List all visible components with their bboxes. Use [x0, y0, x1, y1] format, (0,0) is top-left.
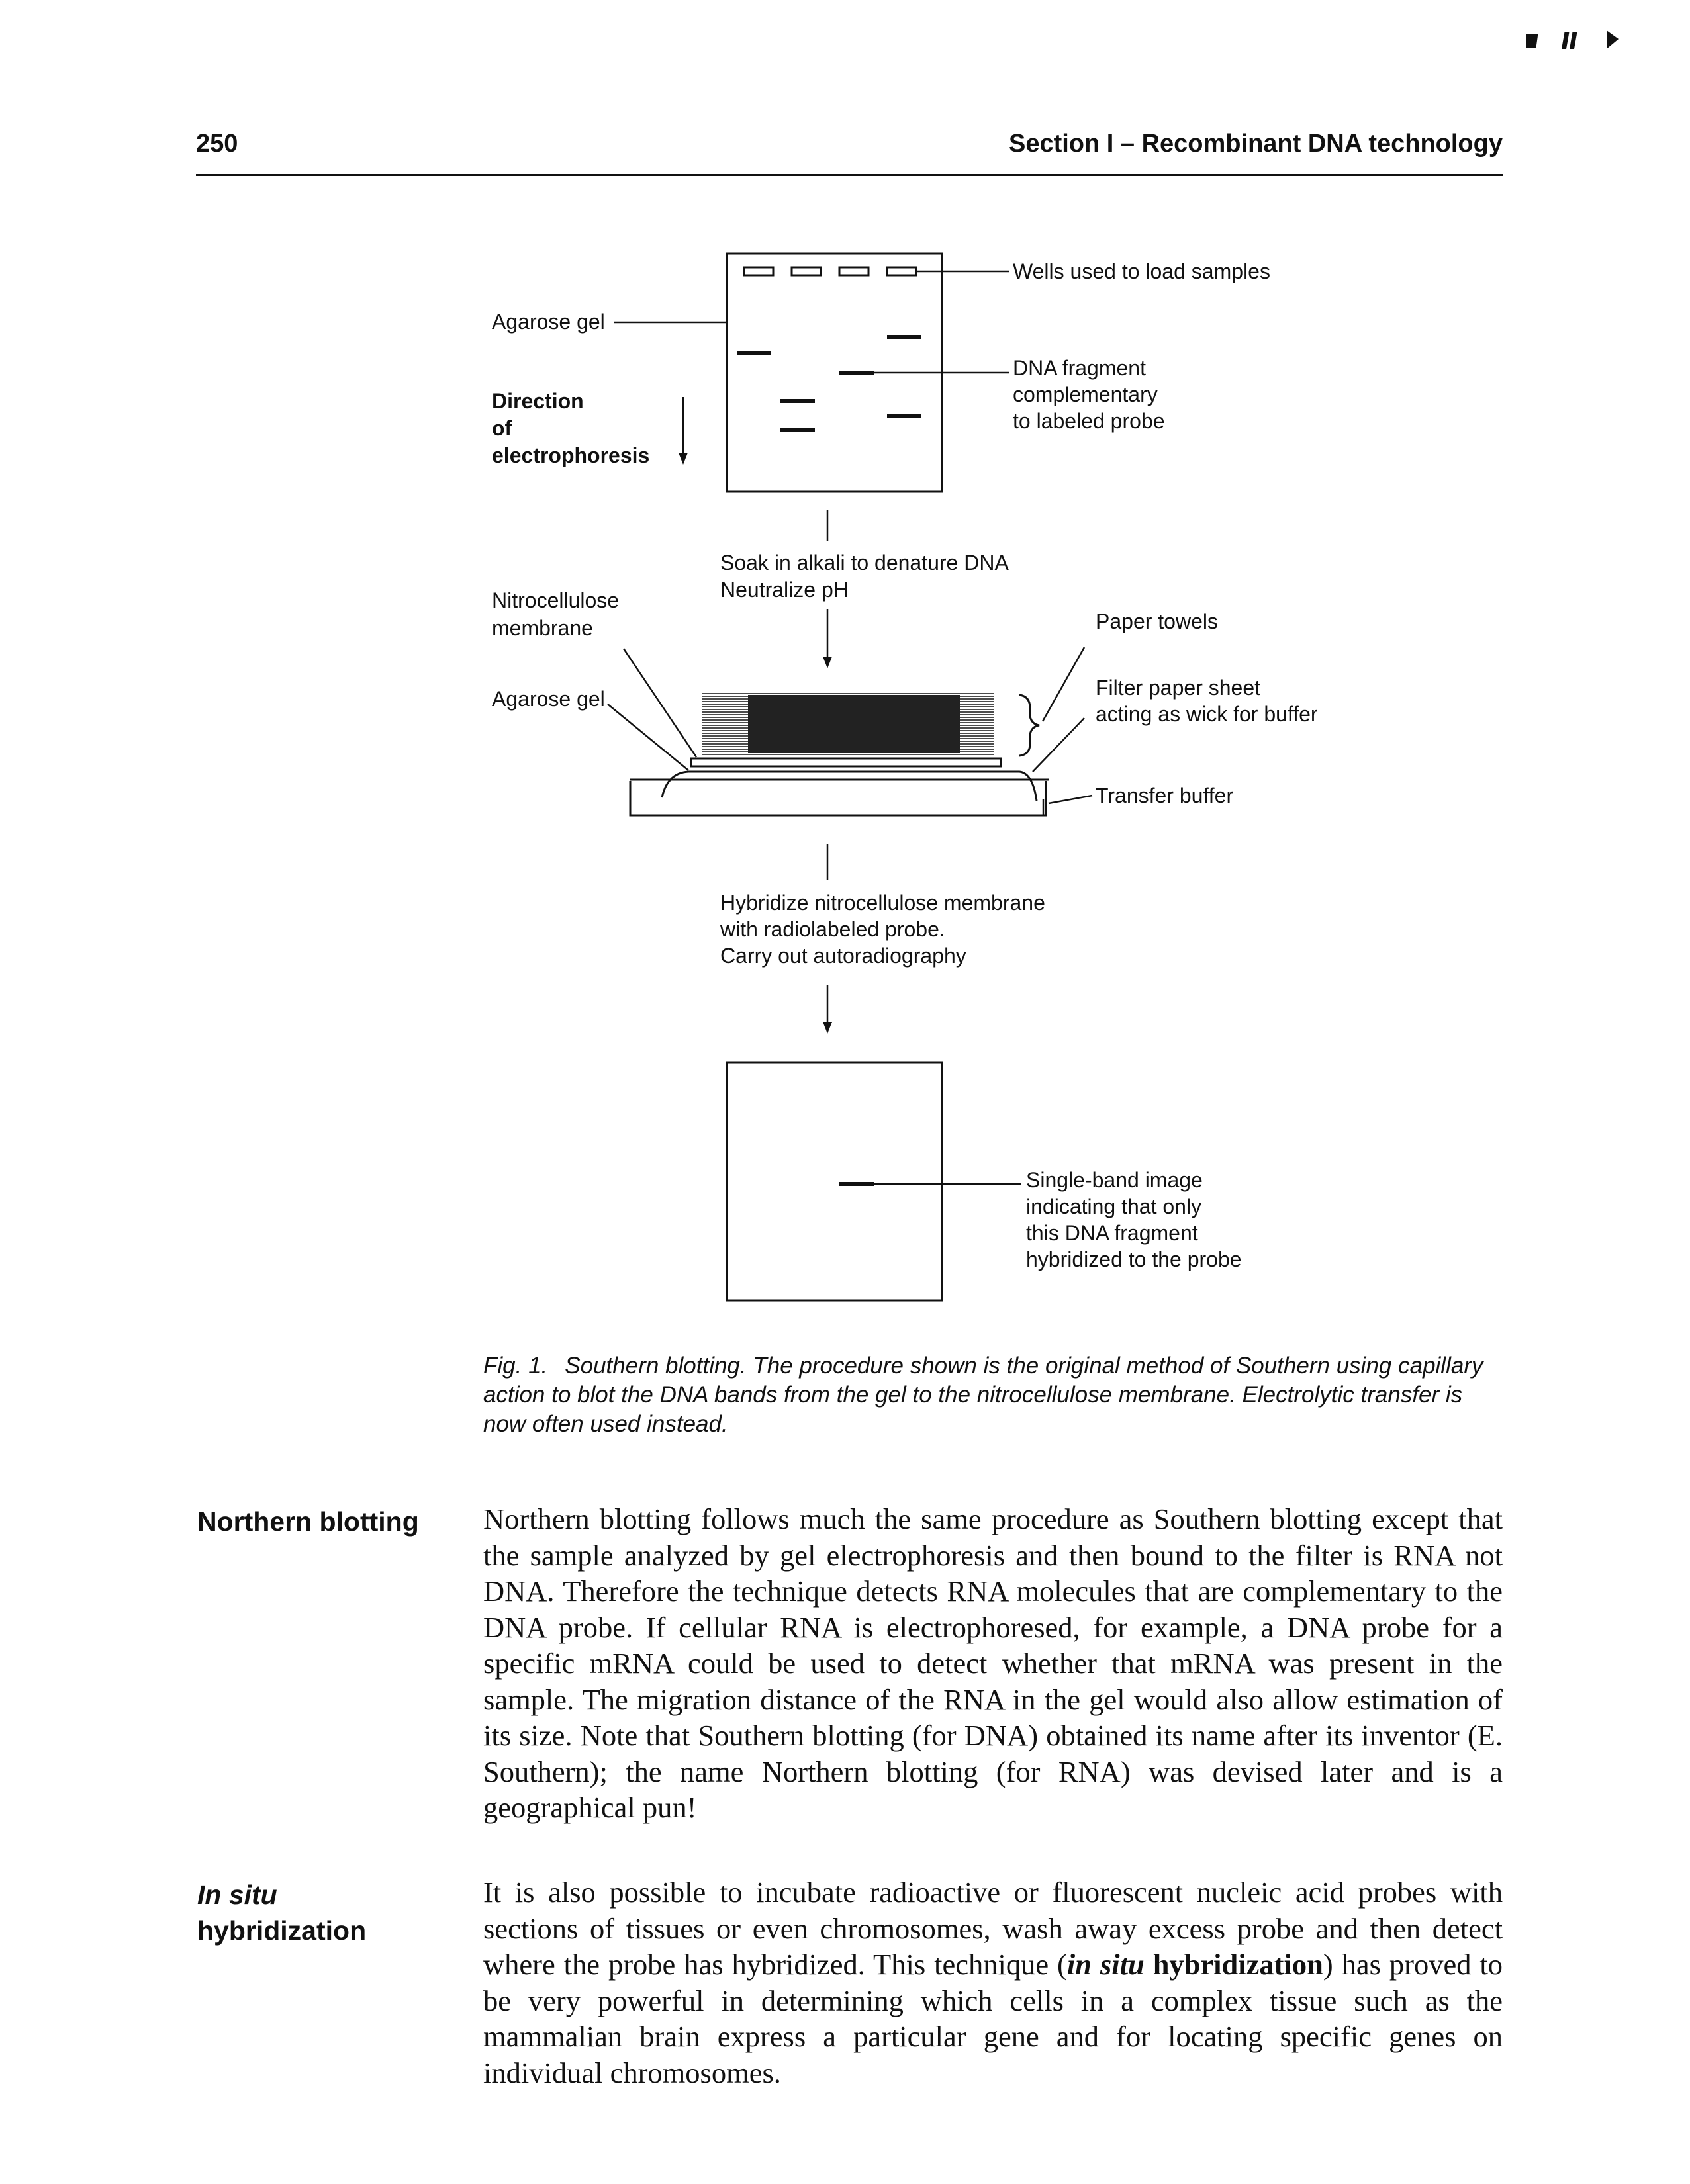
page-number: 250 — [196, 130, 238, 158]
label-paper-towels: Paper towels — [1096, 610, 1218, 633]
step2-text: with radiolabeled probe. — [720, 917, 945, 941]
label-result: this DNA fragment — [1026, 1221, 1198, 1245]
section-heading-insitu: In situ hybridization — [197, 1877, 366, 1948]
band — [887, 414, 921, 418]
band — [737, 351, 771, 355]
gel-membrane-layer — [690, 757, 1002, 768]
buffer-tray — [629, 781, 1047, 817]
corner-marks — [1526, 30, 1619, 49]
arrow-down-icon — [823, 657, 832, 668]
section-heading-northern: Northern blotting — [197, 1506, 419, 1537]
label-direction: Direction — [492, 389, 584, 413]
pause-icon — [1562, 32, 1577, 49]
step1-text: Neutralize pH — [720, 578, 849, 602]
figure-caption: Fig. 1.Southern blotting. The procedure … — [483, 1351, 1503, 1439]
filter-wick — [661, 770, 1038, 801]
label-fragment: DNA fragment — [1013, 356, 1146, 380]
insitu-paragraph: It is also possible to incubate radioact… — [483, 1874, 1503, 2091]
running-head: Section I – Recombinant DNA technology — [1008, 130, 1503, 158]
header-rule — [196, 174, 1503, 176]
label-direction: electrophoresis — [492, 443, 649, 467]
well-3 — [838, 266, 870, 277]
label-fragment: complementary — [1013, 383, 1158, 406]
label-filter: acting as wick for buffer — [1096, 702, 1318, 726]
label-agarose-gel-blot: Agarose gel — [492, 687, 605, 711]
paper-towels-stack — [748, 695, 960, 753]
step2-text: Hybridize nitrocellulose membrane — [720, 891, 1045, 915]
paragraph-text: It is also possible to incubate radioact… — [483, 1876, 1503, 1981]
caption-label: Fig. 1. — [483, 1353, 548, 1379]
term-italic: in situ — [1066, 1948, 1145, 1981]
band — [780, 399, 815, 403]
label-membrane: membrane — [492, 616, 593, 640]
arrow-down-icon — [679, 453, 688, 465]
band — [839, 371, 874, 375]
step1-text: Soak in alkali to denature DNA — [720, 551, 1009, 574]
paragraph-text: ) has proved to be very powerful in dete… — [483, 1948, 1503, 2089]
band — [887, 335, 921, 339]
arrow-down-icon — [823, 1022, 832, 1034]
step2-text: Carry out autoradiography — [720, 944, 966, 968]
label-filter: Filter paper sheet — [1096, 676, 1260, 700]
label-wells: Wells used to load samples — [1013, 259, 1270, 283]
heading-line: hybridization — [197, 1915, 367, 1946]
heading-line: In situ — [197, 1880, 277, 1910]
well-1 — [743, 266, 775, 277]
label-transfer-buffer: Transfer buffer — [1096, 784, 1233, 807]
caption-text: Southern blotting. The procedure shown i… — [483, 1353, 1483, 1437]
southern-blot-figure: Wells used to load samples Agarose gel D… — [492, 252, 1318, 1302]
play-icon — [1607, 30, 1619, 49]
label-result: indicating that only — [1026, 1195, 1201, 1218]
label-direction: of — [492, 416, 512, 440]
northern-paragraph: Northern blotting follows much the same … — [483, 1502, 1503, 1824]
term-bold: hybridization — [1152, 1948, 1323, 1981]
label-result: Single-band image — [1026, 1168, 1203, 1192]
stop-icon — [1526, 34, 1538, 48]
band — [839, 1182, 874, 1186]
well-4 — [886, 266, 917, 277]
label-fragment: to labeled probe — [1013, 409, 1165, 433]
autoradiograph-box — [726, 1061, 943, 1302]
well-2 — [790, 266, 822, 277]
label-agarose-gel: Agarose gel — [492, 310, 605, 334]
label-membrane: Nitrocellulose — [492, 588, 619, 612]
label-result: hybridized to the probe — [1026, 1248, 1242, 1271]
band — [780, 428, 815, 432]
